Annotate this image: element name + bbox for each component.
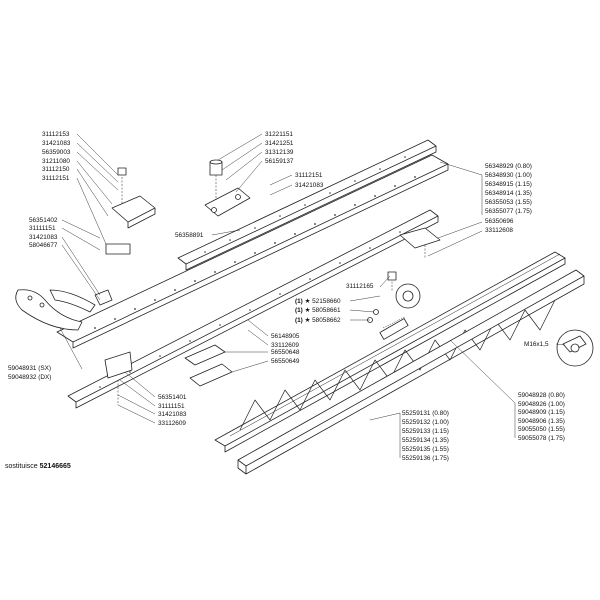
part-number: 56550648 <box>271 349 300 356</box>
variant-label: 56348914 (1.35) <box>485 190 532 197</box>
part-number: 56550649 <box>271 358 300 365</box>
finger-bar <box>67 209 439 409</box>
clip-plate <box>104 351 133 405</box>
starred-part: (1) ★ 58058662 <box>295 317 341 324</box>
quantity: (1) <box>295 307 303 314</box>
variant-label: 59048906 (1.35) <box>518 418 565 425</box>
wear-plates <box>184 344 233 387</box>
variant-label: 59048926 (1.00) <box>518 401 565 408</box>
quantity: (1) <box>295 298 303 305</box>
star-icon: ★ <box>304 298 311 305</box>
thread-label: M16x1,5 <box>524 341 549 348</box>
part-code: 58058662 <box>312 317 341 324</box>
part-number: 31421083 <box>295 182 324 189</box>
quantity: (1) <box>295 317 303 324</box>
part-number: 31421083 <box>29 234 58 241</box>
variant-label: 55259132 (1.00) <box>402 419 449 426</box>
thread-detail <box>556 329 594 367</box>
part-number: 31112151 <box>295 172 323 179</box>
part-number: 31312139 <box>265 149 294 156</box>
bracket <box>105 167 156 255</box>
part-number: 31112151 <box>42 175 70 182</box>
short-bar <box>177 139 437 271</box>
part-number: 31111151 <box>29 225 56 232</box>
starred-part: (1) ★ 52158660 <box>295 298 341 305</box>
starred-part: (1) ★ 58058661 <box>295 307 341 314</box>
part-number: 31421083 <box>158 411 187 418</box>
star-icon: ★ <box>304 307 311 314</box>
bottom-rail <box>237 269 585 475</box>
part-number: 56159137 <box>265 158 294 165</box>
variant-label: 59048909 (1.15) <box>518 409 565 416</box>
variant-label: 59055050 (1.55) <box>518 426 565 433</box>
part-code: 52158660 <box>312 298 341 305</box>
part-number: 56148905 <box>271 333 300 340</box>
variant-label: 55259134 (1.35) <box>402 437 449 444</box>
part-number: 31221151 <box>265 131 293 138</box>
bearing-assembly <box>367 271 421 323</box>
screw-label: 31112165 <box>346 283 374 290</box>
guide-plate <box>399 227 441 258</box>
leader-lines <box>59 133 566 458</box>
part-number: 58046677 <box>29 242 58 249</box>
variant-label: 55259131 (0.80) <box>402 410 449 417</box>
part-code: 58058661 <box>312 307 341 314</box>
part-number: 56359003 <box>42 149 71 156</box>
variant-label: 55259135 (1.55) <box>402 446 449 453</box>
replace-label: sostituisce <box>5 463 38 470</box>
knife-bar-long <box>56 154 449 349</box>
replace-code: 52146665 <box>39 463 71 470</box>
variant-label: 55259136 (1.75) <box>402 455 449 462</box>
part-number: 31211080 <box>42 158 70 165</box>
part-number: 33112608 <box>485 227 513 234</box>
star-icon: ★ <box>304 317 311 324</box>
variant-label: 56355053 (1.55) <box>485 199 532 206</box>
bar-part-label: 56358891 <box>175 232 204 239</box>
variant-label: 56355077 (1.75) <box>485 208 532 215</box>
variant-label: 59048928 (0.80) <box>518 392 565 399</box>
variant-label: 59055078 (1.75) <box>518 435 565 442</box>
part-number: 33112609 <box>158 420 186 427</box>
part-number: 31112153 <box>42 131 70 138</box>
variant-label: 56348929 (0.80) <box>485 163 532 170</box>
part-number: 56350696 <box>485 218 514 225</box>
variant-label: 59048931 (SX) <box>8 365 51 372</box>
replacement-note: sostituisce 52146665 <box>5 463 71 471</box>
knife-head <box>204 159 251 217</box>
part-number: 56351401 <box>158 394 187 401</box>
variant-label: 59048932 (DX) <box>8 374 52 381</box>
part-number: 31111151 <box>158 403 185 410</box>
part-number: 31421251 <box>265 140 294 147</box>
part-number: 33112609 <box>271 342 299 349</box>
part-number: 31421083 <box>42 140 71 147</box>
variant-label: 56348915 (1.15) <box>485 181 532 188</box>
variant-label: 56348930 (1.00) <box>485 172 532 179</box>
part-number: 56351402 <box>29 217 58 224</box>
part-number: 31112150 <box>42 166 70 173</box>
variant-label: 55259133 (1.15) <box>402 428 449 435</box>
